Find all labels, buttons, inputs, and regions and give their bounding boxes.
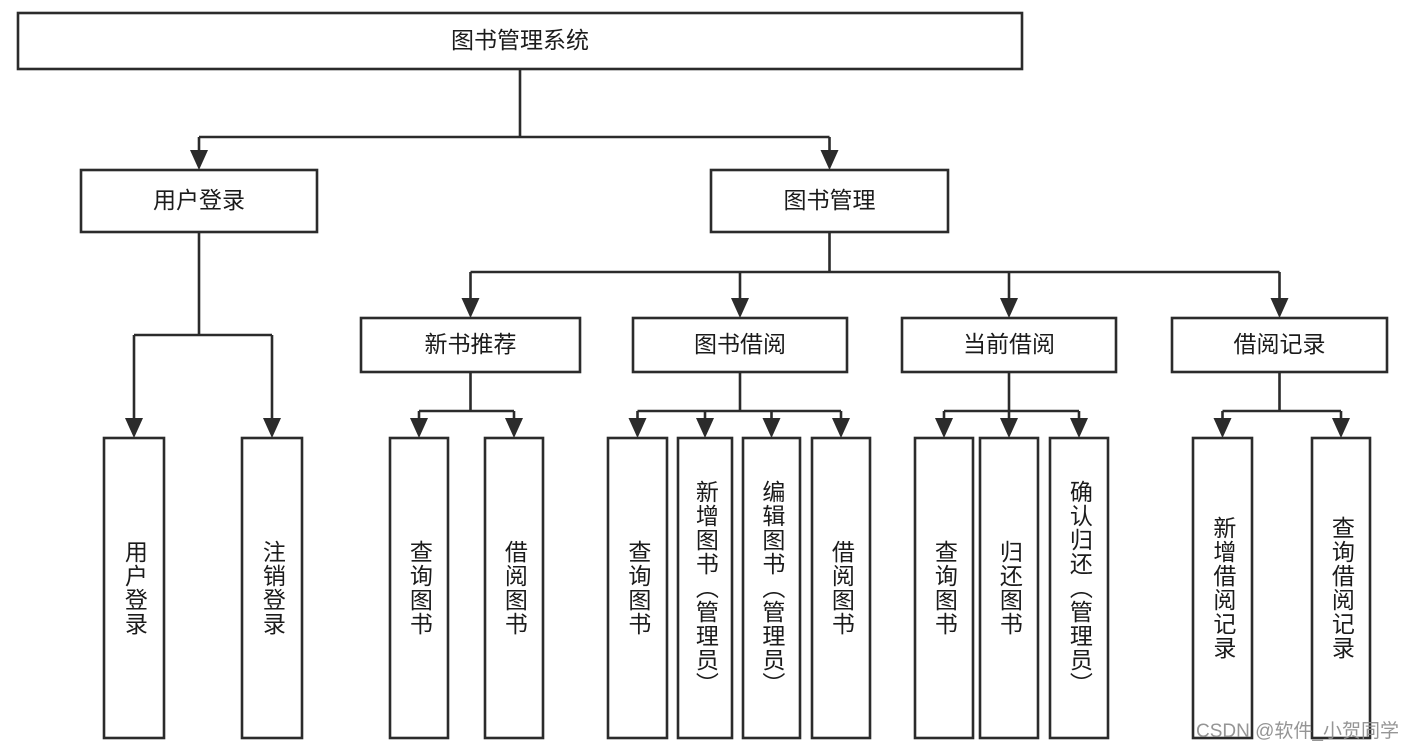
node-label-l_query_record: 查询借阅记录 <box>1328 516 1355 660</box>
node-n_record[interactable]: 借阅记录 <box>1170 316 1389 374</box>
node-n_new_book[interactable]: 新书推荐 <box>359 316 582 374</box>
node-box-l_user_login[interactable] <box>102 436 166 740</box>
arrow-head-l_edit_book <box>762 418 781 438</box>
arrow-head-n_borrow <box>731 298 749 318</box>
node-label-root: 图书管理系统 <box>451 27 589 53</box>
arrow-head-l_add_book <box>696 418 714 438</box>
node-label-l_borrow_book_1: 借阅图书 <box>501 540 528 636</box>
edges-layer <box>125 69 1350 438</box>
node-box-n_user_login[interactable] <box>79 168 319 234</box>
node-label-n_current: 当前借阅 <box>963 331 1055 357</box>
arrow-head-l_borrow_book_1 <box>505 418 523 438</box>
arrow-head-l_confirm_return <box>1070 418 1088 438</box>
node-label-wrap-l_return_book: 归还图书 <box>980 438 1038 738</box>
node-label-wrap-l_edit_book: 编辑图书（管理员） <box>743 438 800 738</box>
node-root[interactable]: 图书管理系统 <box>16 11 1024 71</box>
node-box-n_current[interactable] <box>900 316 1118 374</box>
node-box-n_new_book[interactable] <box>359 316 582 374</box>
node-box-l_edit_book[interactable] <box>741 436 802 740</box>
node-label-n_borrow: 图书借阅 <box>694 331 786 357</box>
node-box-n_borrow[interactable] <box>631 316 849 374</box>
arrow-head-l_borrow_book_2 <box>832 418 850 438</box>
node-label-n_user_login: 用户登录 <box>153 187 245 213</box>
node-box-l_add_record[interactable] <box>1191 436 1254 740</box>
node-box-l_borrow_book_1[interactable] <box>483 436 545 740</box>
node-label-l_confirm_return: 确认归还（管理员） <box>1066 480 1093 696</box>
arrow-head-l_return_book <box>1000 418 1018 438</box>
arrow-head-l_add_record <box>1213 418 1232 438</box>
node-label-wrap-l_query_book_2: 查询图书 <box>608 438 667 738</box>
node-n_current[interactable]: 当前借阅 <box>900 316 1118 374</box>
node-box-l_logout[interactable] <box>240 436 304 740</box>
node-l_user_login[interactable] <box>102 436 166 740</box>
arrow-head-n_user_login <box>190 150 208 170</box>
node-box-l_return_book[interactable] <box>978 436 1040 740</box>
arrow-head-n_current <box>1000 298 1018 318</box>
node-label-l_add_record: 新增借阅记录 <box>1209 516 1236 660</box>
node-label-l_return_book: 归还图书 <box>996 540 1023 636</box>
node-box-l_query_book_3[interactable] <box>913 436 975 740</box>
node-label-wrap-l_add_book: 新增图书（管理员） <box>678 438 732 738</box>
node-label-l_user_login: 用户登录 <box>121 540 148 636</box>
node-l_logout[interactable] <box>240 436 304 740</box>
node-box-l_add_book[interactable] <box>676 436 734 740</box>
node-box-n_record[interactable] <box>1170 316 1389 374</box>
node-label-wrap-l_logout: 注销登录 <box>242 438 302 738</box>
node-box-l_query_record[interactable] <box>1310 436 1372 740</box>
arrow-head-l_query_book_3 <box>935 418 953 438</box>
node-l_borrow_book_1[interactable] <box>483 436 545 740</box>
node-l_query_record[interactable] <box>1310 436 1372 740</box>
node-l_query_book_1[interactable] <box>388 436 450 740</box>
arrow-head-n_new_book <box>461 298 480 318</box>
node-box-l_borrow_book_2[interactable] <box>810 436 872 740</box>
node-box-n_book_manage[interactable] <box>709 168 950 234</box>
node-label-n_new_book: 新书推荐 <box>425 331 517 357</box>
node-label-wrap-l_query_book_1: 查询图书 <box>390 438 448 738</box>
arrow-head-l_user_login <box>125 418 143 438</box>
node-box-l_confirm_return[interactable] <box>1048 436 1110 740</box>
arrow-head-l_logout <box>263 418 281 438</box>
node-n_user_login[interactable]: 用户登录 <box>79 168 319 234</box>
node-n_book_manage[interactable]: 图书管理 <box>709 168 950 234</box>
node-label-n_book_manage: 图书管理 <box>784 187 876 213</box>
node-l_query_book_3[interactable] <box>913 436 975 740</box>
node-l_query_book_2[interactable] <box>606 436 669 740</box>
node-label-l_query_book_2: 查询图书 <box>624 540 651 636</box>
node-label-wrap-l_borrow_book_2: 借阅图书 <box>812 438 870 738</box>
arrow-head-l_query_record <box>1332 418 1350 438</box>
node-box-l_query_book_2[interactable] <box>606 436 669 740</box>
node-l_add_book[interactable] <box>676 436 734 740</box>
node-label-l_query_book_1: 查询图书 <box>406 540 433 636</box>
watermark-text: CSDN @软件_小贺同学 <box>1196 721 1399 742</box>
node-label-n_record: 借阅记录 <box>1234 331 1326 357</box>
node-n_borrow[interactable]: 图书借阅 <box>631 316 849 374</box>
node-label-wrap-l_user_login: 用户登录 <box>104 438 164 738</box>
node-label-wrap-l_confirm_return: 确认归还（管理员） <box>1050 438 1108 738</box>
arrow-head-n_record <box>1270 298 1289 318</box>
node-label-l_logout: 注销登录 <box>259 540 286 636</box>
node-box-l_query_book_1[interactable] <box>388 436 450 740</box>
arrow-head-l_query_book_2 <box>628 418 647 438</box>
node-label-wrap-l_borrow_book_1: 借阅图书 <box>485 438 543 738</box>
node-l_borrow_book_2[interactable] <box>810 436 872 740</box>
node-label-wrap-l_add_record: 新增借阅记录 <box>1193 438 1252 738</box>
arrow-head-l_query_book_1 <box>410 418 428 438</box>
node-label-wrap-l_query_book_3: 查询图书 <box>915 438 973 738</box>
node-label-l_query_book_3: 查询图书 <box>931 540 958 636</box>
node-label-wrap-l_query_record: 查询借阅记录 <box>1312 438 1370 738</box>
node-l_edit_book[interactable] <box>741 436 802 740</box>
node-box-root[interactable] <box>16 11 1024 71</box>
node-l_confirm_return[interactable] <box>1048 436 1110 740</box>
node-l_return_book[interactable] <box>978 436 1040 740</box>
node-label-l_edit_book: 编辑图书（管理员） <box>758 480 785 696</box>
node-label-l_add_book: 新增图书（管理员） <box>692 480 719 696</box>
node-label-l_borrow_book_2: 借阅图书 <box>828 540 855 636</box>
arrow-head-n_book_manage <box>820 150 839 170</box>
node-l_add_record[interactable] <box>1191 436 1254 740</box>
